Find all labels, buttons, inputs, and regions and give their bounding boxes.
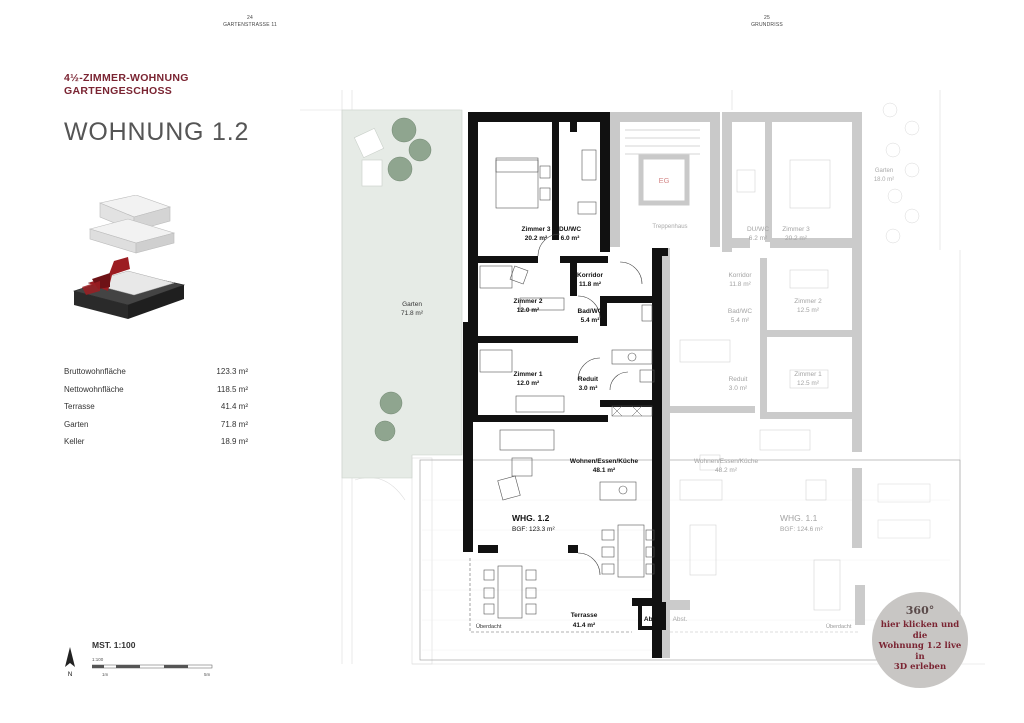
svg-text:Zimmer 1: Zimmer 1: [514, 371, 543, 378]
stair-core: [610, 112, 720, 247]
unit-12-labels: Zimmer 3 20.2 m² DU/WC 6.0 m² Korridor 11.8…: [514, 226, 639, 629]
right-page-title: GRUNDRISS: [751, 22, 783, 28]
svg-text:Überdacht: Überdacht: [826, 623, 852, 630]
left-page-title: GARTENSTRASSE 11: [223, 22, 277, 28]
3d-tour-label: hier klicken und die Wohnung 1.2 live in…: [878, 620, 962, 672]
cellar-storage: [611, 405, 653, 417]
svg-text:12.5 m²: 12.5 m²: [797, 307, 820, 314]
svg-text:BGF: 123.3 m²: BGF: 123.3 m²: [512, 526, 555, 533]
unit-subtitle: 4½-ZIMMER-WOHNUNG GARTENGESCHOSS: [64, 72, 189, 98]
svg-text:Garten: Garten: [402, 301, 422, 308]
svg-text:BGF: 124.6 m²: BGF: 124.6 m²: [780, 526, 823, 533]
svg-text:48.1 m²: 48.1 m²: [593, 467, 616, 474]
unit-12-walls: [463, 112, 668, 658]
svg-text:WHG. 1.1: WHG. 1.1: [780, 513, 818, 523]
page-title: WOHNUNG 1.2: [64, 118, 250, 146]
svg-text:Garten: Garten: [875, 168, 893, 174]
svg-text:Abst.: Abst.: [673, 616, 688, 623]
door-swings: [537, 233, 643, 576]
svg-text:6.0 m²: 6.0 m²: [561, 235, 581, 242]
svg-text:20.2 m²: 20.2 m²: [525, 235, 548, 242]
svg-text:1m: 1m: [102, 672, 109, 677]
360-icon: 360°: [905, 604, 935, 617]
svg-text:Korridor: Korridor: [577, 272, 603, 279]
garden-area: [341, 109, 463, 479]
svg-text:3.0 m²: 3.0 m²: [579, 385, 599, 392]
svg-text:5m: 5m: [204, 672, 211, 677]
svg-text:Bad/WC: Bad/WC: [728, 308, 753, 315]
svg-text:Zimmer 2: Zimmer 2: [794, 298, 822, 305]
svg-text:48.2 m²: 48.2 m²: [715, 467, 738, 474]
scale-label: MST. 1:100: [92, 640, 136, 650]
right-page-header: 25 GRUNDRISS: [722, 15, 812, 29]
svg-text:3.0 m²: 3.0 m²: [729, 385, 748, 392]
svg-text:18.0 m²: 18.0 m²: [874, 177, 894, 183]
svg-text:12.5 m²: 12.5 m²: [797, 380, 820, 387]
scale-ratio: 1:100: [92, 657, 104, 662]
svg-text:Zimmer 2: Zimmer 2: [514, 298, 543, 305]
svg-text:Bad/WC: Bad/WC: [578, 308, 603, 315]
svg-text:Treppenhaus: Treppenhaus: [652, 224, 687, 230]
svg-text:6.2 m²: 6.2 m²: [749, 235, 768, 242]
svg-text:Abst.: Abst.: [644, 616, 660, 623]
unit-11-walls: [660, 112, 865, 658]
svg-text:12.0 m²: 12.0 m²: [517, 307, 540, 314]
north-arrow-icon: N: [65, 647, 75, 677]
svg-text:Zimmer 3: Zimmer 3: [522, 226, 551, 233]
svg-text:12.0 m²: 12.0 m²: [517, 380, 540, 387]
svg-text:41.4 m²: 41.4 m²: [573, 622, 596, 629]
scale-bar: 1m 5m: [92, 664, 213, 677]
tree-icon: [374, 117, 432, 442]
svg-text:N: N: [68, 672, 72, 677]
svg-text:DU/WC: DU/WC: [559, 226, 581, 233]
svg-text:WHG. 1.2: WHG. 1.2: [512, 513, 550, 523]
svg-text:5.4 m²: 5.4 m²: [731, 317, 750, 324]
floor-plan: EG Treppenhaus: [300, 90, 985, 665]
isometric-building-icon: [72, 195, 186, 319]
svg-text:Überdacht: Überdacht: [476, 623, 502, 630]
right-page-number: 25: [764, 15, 770, 21]
stair-steps: [625, 129, 700, 155]
garden-right: [877, 102, 931, 539]
svg-text:Reduit: Reduit: [729, 376, 748, 383]
svg-text:Zimmer 1: Zimmer 1: [794, 371, 822, 378]
svg-text:Zimmer 3: Zimmer 3: [782, 226, 810, 233]
left-page-number: 24: [247, 15, 253, 21]
svg-text:20.2 m²: 20.2 m²: [785, 235, 808, 242]
svg-text:DU/WC: DU/WC: [747, 226, 769, 233]
unit-12-furniture: [479, 149, 655, 619]
unit-type: 4½-ZIMMER-WOHNUNG: [64, 72, 189, 84]
svg-text:Wohnen/Essen/Küche: Wohnen/Essen/Küche: [694, 458, 759, 465]
unit-11-labels: DU/WC 6.2 m² Zimmer 3 20.2 m² Korridor 11.8…: [694, 226, 822, 474]
svg-text:11.8 m²: 11.8 m²: [729, 281, 751, 288]
unit-11-furniture: [679, 159, 841, 611]
svg-text:Terrasse: Terrasse: [571, 612, 598, 619]
svg-text:EG: EG: [659, 176, 670, 185]
svg-text:Korridor: Korridor: [728, 272, 752, 279]
left-page-header: 24 GARTENSTRASSE 11: [205, 15, 295, 29]
svg-text:Reduit: Reduit: [578, 376, 599, 383]
svg-text:11.8 m²: 11.8 m²: [579, 281, 602, 288]
svg-text:5.4 m²: 5.4 m²: [581, 317, 601, 324]
3d-tour-button[interactable]: 360° hier klicken und die Wohnung 1.2 li…: [872, 592, 968, 688]
unit-floor: GARTENGESCHOSS: [64, 85, 173, 97]
svg-text:Wohnen/Essen/Küche: Wohnen/Essen/Küche: [570, 458, 639, 465]
svg-text:71.8 m²: 71.8 m²: [401, 310, 424, 317]
